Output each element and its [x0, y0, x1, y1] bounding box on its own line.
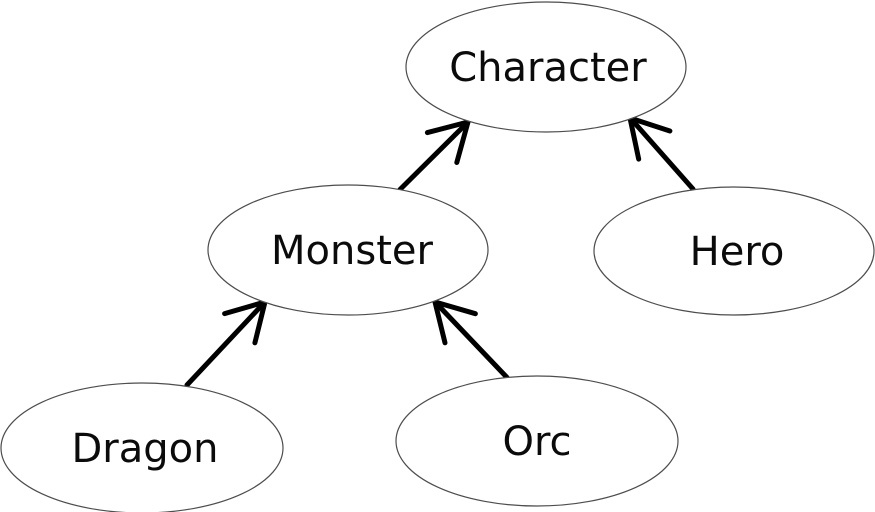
arrowhead-open-icon [431, 298, 478, 346]
node-monster: Monster [207, 184, 489, 316]
edge-shaft [184, 301, 266, 388]
node-hero-label: Hero [690, 229, 785, 275]
edge-shaft [434, 301, 510, 380]
node-monster-label: Monster [271, 228, 433, 274]
node-orc-ellipse [395, 375, 679, 507]
edge-shaft [629, 117, 696, 192]
arrowhead-open-icon [424, 118, 472, 165]
edge-shaft [397, 121, 469, 192]
node-orc: Orc [395, 375, 679, 507]
edge-hero-to-character [626, 114, 696, 192]
node-orc-label: Orc [502, 419, 571, 465]
node-hero: Hero [593, 186, 875, 316]
node-character-label: Character [449, 45, 647, 91]
node-hero-ellipse [593, 186, 875, 316]
node-character-ellipse [405, 1, 687, 133]
edge-dragon-to-monster [184, 298, 269, 388]
node-dragon-ellipse [0, 382, 284, 512]
edge-monster-to-character [397, 118, 472, 192]
edge-orc-to-monster [431, 298, 510, 380]
node-character: Character [405, 1, 687, 133]
node-monster-ellipse [207, 184, 489, 316]
node-dragon-label: Dragon [72, 426, 219, 472]
node-dragon: Dragon [0, 382, 284, 512]
